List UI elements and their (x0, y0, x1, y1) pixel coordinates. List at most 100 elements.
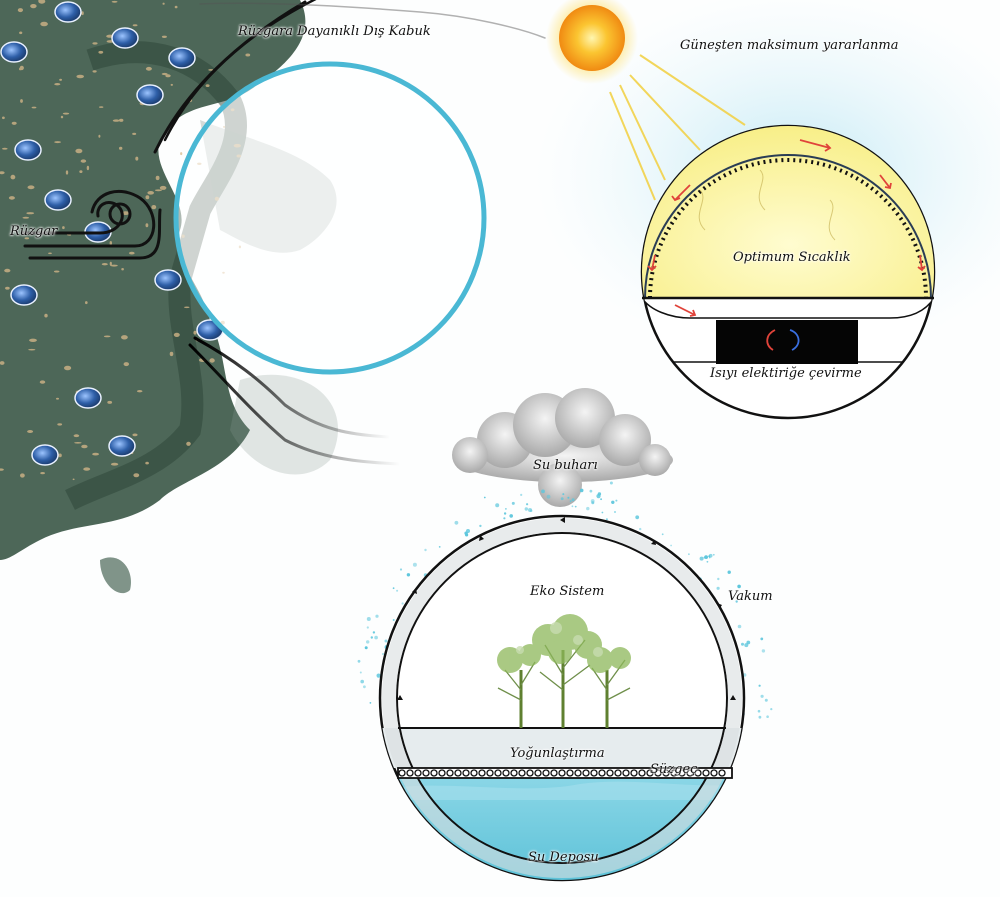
filter-pore (454, 769, 462, 777)
sand-fleck (53, 270, 60, 273)
droplet (611, 500, 615, 504)
sand-fleck (19, 31, 23, 35)
droplet (529, 509, 533, 512)
droplet (479, 524, 482, 528)
droplet (639, 527, 642, 531)
sand-fleck (245, 53, 251, 57)
sand-fleck (129, 251, 135, 255)
filter-pore (502, 769, 510, 777)
sand-fleck (145, 223, 149, 228)
filter-pore (566, 769, 574, 777)
sand-fleck (20, 99, 23, 103)
droplet (359, 671, 362, 674)
filter-pore (510, 769, 518, 777)
sand-fleck (58, 453, 62, 458)
sand-fleck (162, 2, 165, 5)
droplet (375, 614, 379, 618)
droplet (704, 555, 708, 559)
filter-pore (486, 769, 494, 777)
sand-fleck (98, 134, 101, 138)
filter-pore (670, 769, 678, 777)
sand-fleck (73, 434, 80, 438)
lake (111, 27, 139, 49)
droplet (357, 659, 361, 663)
droplet (744, 643, 749, 648)
filter-label: Süzgeç (650, 762, 698, 777)
filter-pore (470, 769, 478, 777)
sand-fleck (60, 115, 64, 119)
sand-fleck (132, 24, 138, 27)
droplet (635, 515, 640, 520)
filter-pore (614, 769, 622, 777)
filter-pore (398, 769, 406, 777)
condensation-label: Yoğunlaştırma (510, 746, 605, 761)
sand-fleck (151, 205, 157, 210)
sand-fleck (119, 118, 124, 122)
vacuum-markers (397, 517, 736, 700)
droplet (609, 481, 613, 485)
sand-fleck (62, 112, 70, 115)
sand-fleck (19, 67, 22, 71)
lake (54, 1, 82, 23)
filter-pore (574, 769, 582, 777)
sand-fleck (11, 121, 17, 125)
droplet (438, 546, 441, 548)
lake (108, 435, 136, 457)
droplet (596, 494, 601, 499)
cloud-icon (452, 388, 673, 507)
sand-fleck (81, 444, 88, 449)
droplet (761, 649, 766, 653)
sand-fleck (137, 390, 143, 393)
filter-pore (526, 769, 534, 777)
filter-pore (702, 769, 710, 777)
droplet (392, 619, 395, 621)
droplet (717, 577, 720, 581)
filter-pore (518, 769, 526, 777)
vacuum-label: Vakum (728, 589, 773, 604)
sand-fleck (64, 365, 72, 371)
sand-fleck (28, 348, 36, 351)
sand-fleck (159, 185, 167, 190)
droplet (366, 640, 370, 644)
sun-benefit-label: Güneşten maksimum yararlanma (680, 38, 899, 53)
sand-fleck (20, 473, 25, 478)
sand-fleck (83, 467, 91, 471)
sand-fleck (74, 442, 82, 444)
sand-fleck (27, 430, 34, 433)
sand-fleck (0, 468, 4, 471)
sand-fleck (99, 106, 104, 108)
droplet (727, 570, 731, 574)
sand-fleck (208, 69, 214, 71)
lake (154, 269, 182, 291)
sand-fleck (154, 189, 162, 192)
lake (10, 284, 38, 306)
droplet (708, 553, 713, 558)
droplet (579, 488, 584, 493)
sand-fleck (186, 441, 191, 446)
sand-fleck (48, 252, 52, 255)
thermoelectric-block (716, 320, 858, 364)
wind-streams (153, 0, 546, 466)
droplet (401, 602, 404, 605)
droplet (464, 531, 468, 535)
filter-pore (598, 769, 606, 777)
sand-fleck (174, 5, 178, 9)
droplet (366, 617, 371, 621)
sand-fleck (17, 8, 23, 13)
sand-fleck (161, 72, 168, 76)
droplet (615, 499, 618, 502)
sand-fleck (109, 241, 113, 246)
droplet (589, 489, 593, 493)
sand-fleck (92, 42, 98, 45)
droplet (661, 533, 664, 536)
sand-fleck (22, 216, 30, 219)
filter-pore (606, 769, 614, 777)
filter-pore (494, 769, 502, 777)
sand-fleck (121, 335, 128, 340)
filter-pore (430, 769, 438, 777)
droplet (741, 642, 744, 646)
droplet (601, 511, 604, 514)
droplet (511, 501, 515, 505)
sand-fleck (62, 226, 65, 230)
